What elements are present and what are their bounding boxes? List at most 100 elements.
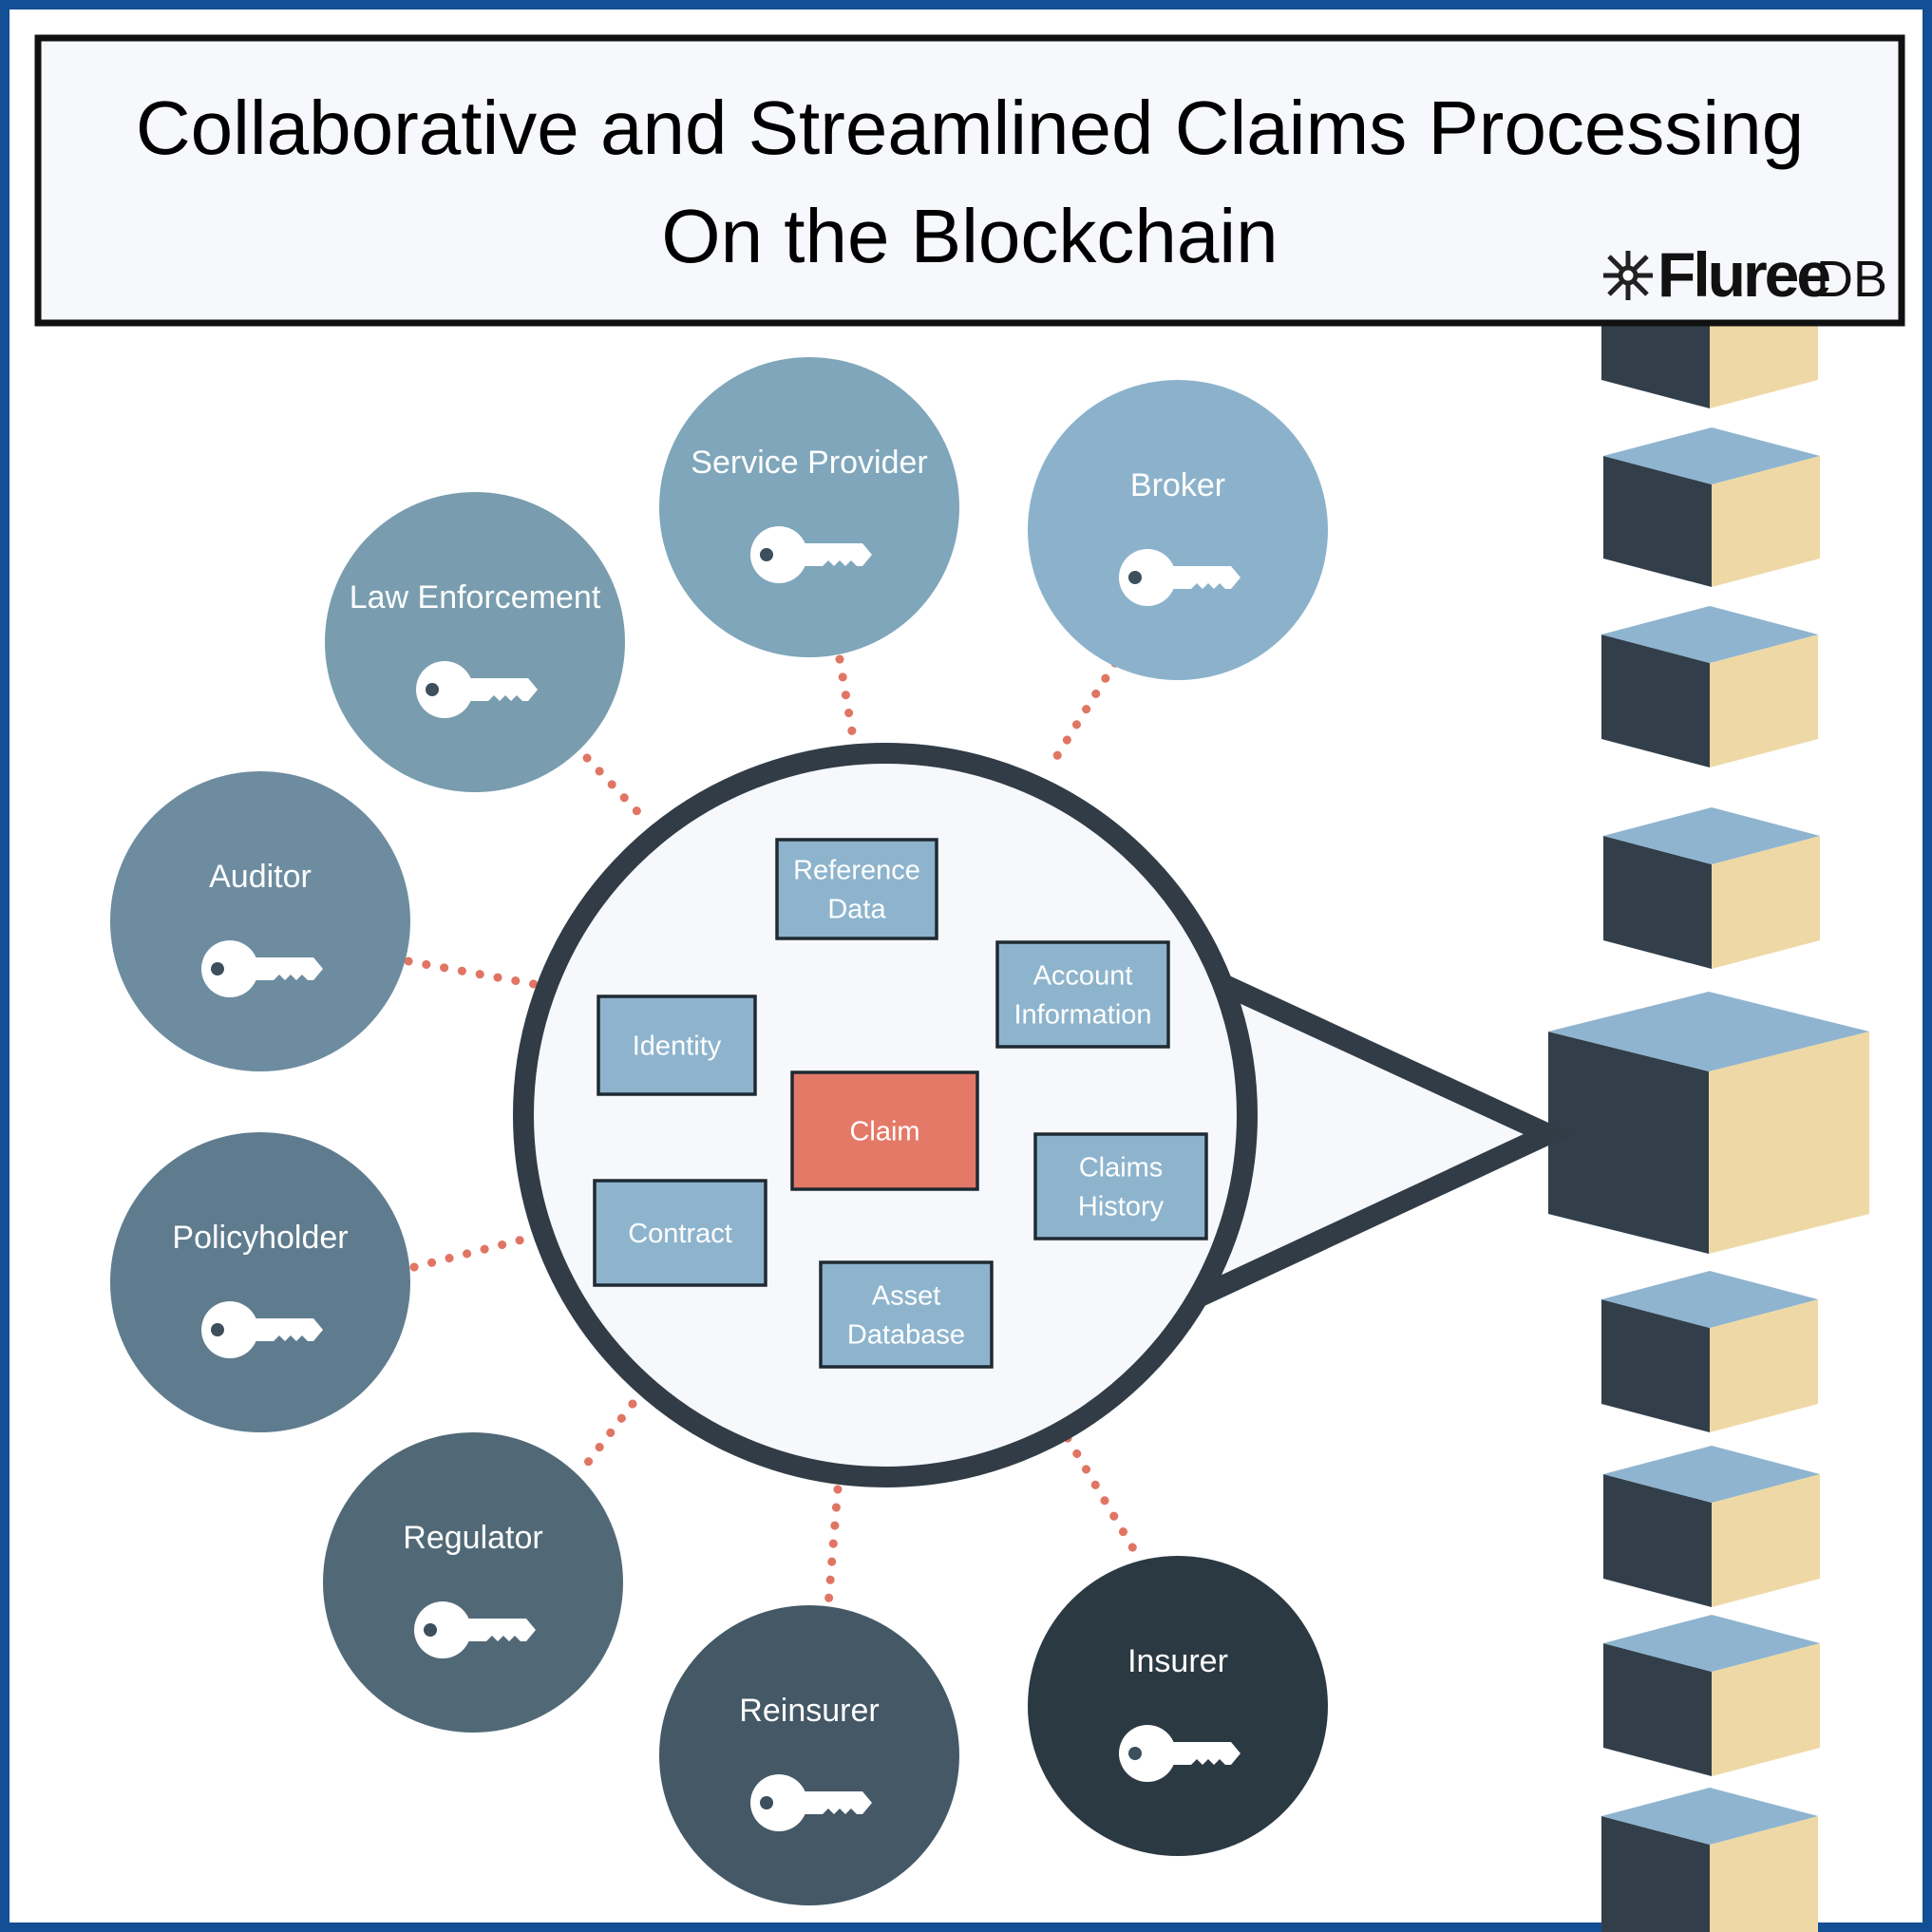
participant-label: Broker — [1130, 467, 1225, 503]
block-face-right — [1710, 1816, 1818, 1932]
box-rect — [790, 1070, 979, 1191]
connector-dotted-line — [409, 1232, 539, 1272]
block-face-top — [1603, 807, 1820, 864]
block-face-top — [1603, 427, 1820, 484]
title-line-2: On the Blockchain — [661, 194, 1278, 278]
block-face-right — [1710, 635, 1818, 767]
box-label: History — [1078, 1192, 1165, 1222]
title-line-1: Collaborative and Streamlined Claims Pro… — [136, 85, 1804, 170]
participant-circle — [110, 1132, 410, 1432]
participant-label: Auditor — [209, 859, 312, 895]
key-icon — [201, 940, 323, 997]
chain-block — [1603, 1446, 1820, 1607]
participant-circle — [323, 1432, 623, 1733]
key-icon — [414, 1601, 536, 1658]
connector-dotted-line — [1044, 658, 1120, 774]
connector-dotted-line — [824, 1485, 843, 1610]
fluree-logo: Fluree DB — [1603, 239, 1887, 310]
block-face-left — [1601, 1299, 1710, 1432]
key-icon — [416, 661, 538, 718]
key-icon — [750, 1774, 872, 1831]
block-face-left — [1603, 836, 1712, 969]
box-label: Claim — [849, 1117, 919, 1147]
chain-block — [1603, 427, 1820, 587]
connector-dotted-line — [835, 654, 859, 748]
participant-label: Regulator — [403, 1520, 542, 1556]
regulator-node: Regulator — [323, 1432, 623, 1733]
box-label: Reference — [793, 856, 920, 886]
key-icon — [1119, 549, 1241, 606]
box-label: Claims — [1079, 1153, 1164, 1184]
insurer-node: Insurer — [1028, 1556, 1328, 1856]
chain-block — [1603, 807, 1820, 969]
connector-dotted-line — [404, 957, 539, 989]
box-label: Identity — [633, 1032, 722, 1062]
fluree-mark-icon — [1603, 251, 1653, 300]
participant-circle — [1028, 380, 1328, 680]
participant-label: Reinsurer — [739, 1693, 879, 1729]
key-icon — [1119, 1725, 1241, 1782]
block-face-top — [1601, 606, 1818, 663]
block-face-left — [1601, 1816, 1710, 1932]
logo-brand: Fluree — [1657, 239, 1829, 310]
participant-circle — [659, 1605, 959, 1905]
participant-label: Law Enforcement — [350, 579, 601, 616]
box-rect — [775, 838, 938, 940]
block-face-top — [1601, 1788, 1818, 1845]
block-face-right — [1709, 1032, 1869, 1254]
box-rect — [1033, 1132, 1208, 1241]
block-face-left — [1548, 1032, 1709, 1254]
key-icon — [750, 526, 872, 583]
block-face-top — [1603, 1446, 1820, 1503]
contract-box: Contract — [593, 1179, 767, 1287]
service-provider-node: Service Provider — [659, 357, 959, 657]
identity-box: Identity — [597, 994, 757, 1096]
block-face-left — [1603, 1474, 1712, 1607]
participant-circle — [110, 771, 410, 1071]
block-face-right — [1712, 456, 1820, 587]
box-rect — [597, 994, 757, 1096]
block-face-right — [1712, 836, 1820, 969]
reinsurer-node: Reinsurer — [659, 1605, 959, 1905]
broker-node: Broker — [1028, 380, 1328, 680]
box-label: Asset — [872, 1281, 941, 1312]
participant-label: Service Provider — [691, 445, 927, 481]
key-icon — [201, 1301, 323, 1358]
title-box: Collaborative and Streamlined Claims Pro… — [34, 34, 1905, 327]
connector-lines — [404, 654, 1139, 1610]
data-boxes: ReferenceDataAccountInformationIdentityC… — [593, 838, 1208, 1369]
block-face-top — [1603, 1615, 1820, 1672]
box-label: Account — [1033, 961, 1133, 992]
chain-block — [1601, 1788, 1818, 1932]
block-face-top — [1548, 992, 1869, 1071]
block-face-right — [1712, 1643, 1820, 1776]
logo-suffix: DB — [1816, 251, 1887, 308]
policyholder-node: Policyholder — [110, 1132, 410, 1432]
chain-block — [1601, 606, 1818, 767]
box-label: Data — [827, 895, 886, 925]
block-face-right — [1712, 1474, 1820, 1607]
law-enforcement-node: Law Enforcement — [325, 492, 625, 792]
claim-box: Claim — [790, 1070, 979, 1191]
chain-block — [1601, 1271, 1818, 1432]
connector-dotted-line — [582, 753, 651, 825]
central-chain-block — [1548, 992, 1869, 1254]
block-face-right — [1710, 1299, 1818, 1432]
block-face-top — [1601, 1271, 1818, 1328]
participant-label: Policyholder — [172, 1220, 348, 1256]
box-label: Database — [847, 1320, 965, 1351]
box-rect — [995, 940, 1170, 1049]
box-label: Contract — [628, 1219, 732, 1249]
box-label: Information — [1013, 1000, 1151, 1031]
participant-circle — [659, 357, 959, 657]
block-face-left — [1603, 1643, 1712, 1776]
participant-circle — [325, 492, 625, 792]
box-rect — [819, 1260, 994, 1369]
title-box-border — [34, 34, 1905, 327]
participant-circle — [1028, 1556, 1328, 1856]
